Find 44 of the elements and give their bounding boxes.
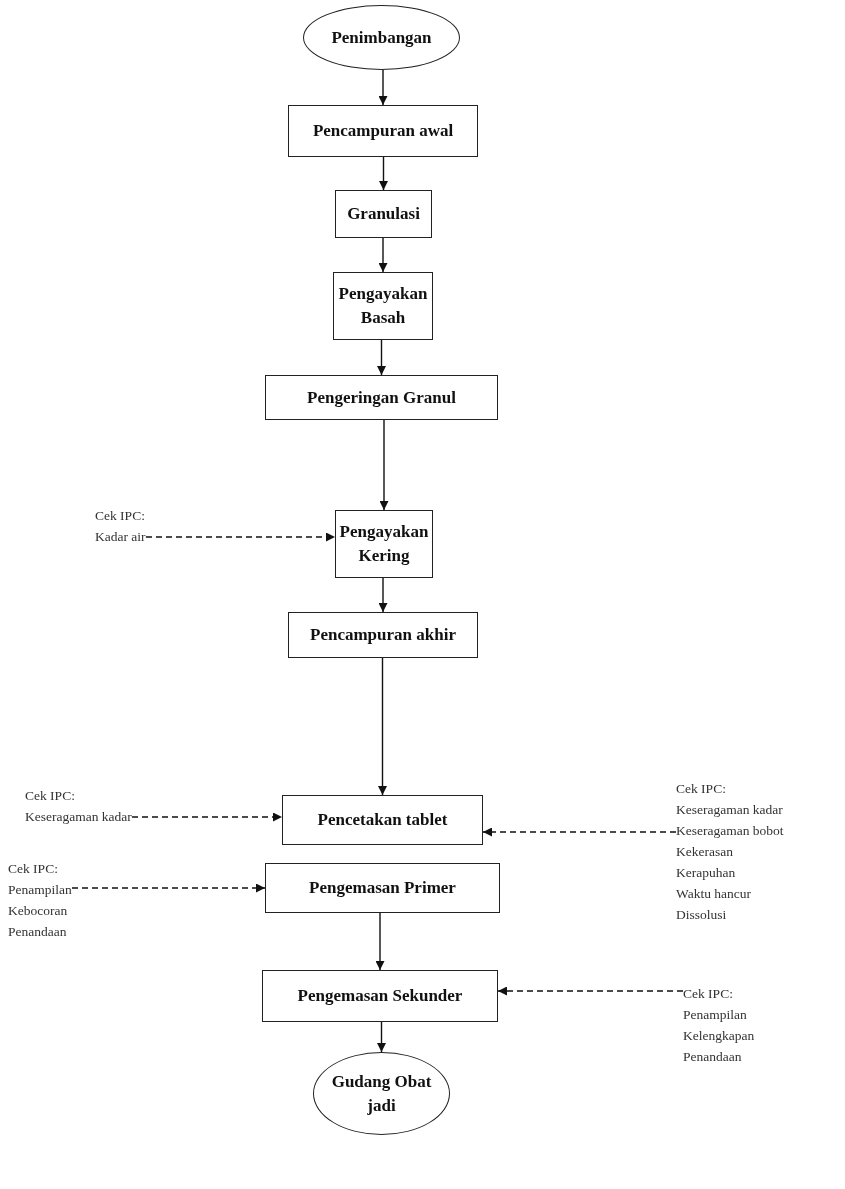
- arrow: [497, 986, 684, 996]
- note-heading: Cek IPC:: [25, 787, 76, 805]
- process-box: Pencetakan tablet: [282, 795, 483, 845]
- note-text: Keseragaman bobot: [676, 822, 784, 840]
- note-heading: Cek IPC:: [8, 860, 59, 878]
- arrow: [377, 339, 386, 376]
- arrow: [71, 883, 266, 893]
- note-text: Kerapuhan: [676, 864, 737, 882]
- note-text: Waktu hancur: [676, 885, 752, 903]
- arrow: [378, 237, 388, 273]
- arrow: [378, 577, 388, 613]
- process-box: Pengayakan Basah: [333, 272, 433, 340]
- note-text: Penandaan: [8, 923, 68, 941]
- process-box: Pengeringan Granul: [265, 375, 498, 420]
- process-box: Pengemasan Sekunder: [262, 970, 498, 1022]
- note-text: Dissolusi: [676, 906, 728, 924]
- note-heading: Cek IPC:: [683, 985, 734, 1003]
- arrow: [375, 912, 385, 971]
- terminal-ellipse: Penimbangan: [303, 5, 460, 70]
- note-heading: Cek IPC:: [676, 780, 727, 798]
- process-box: Pencampuran akhir: [288, 612, 478, 658]
- note-text: Keseragaman kadar: [676, 801, 784, 819]
- note-text: Penampilan: [683, 1006, 748, 1024]
- arrow: [379, 419, 389, 511]
- note-text: Penampilan: [8, 881, 72, 899]
- arrow: [378, 69, 388, 106]
- process-box: Pengemasan Primer: [265, 863, 500, 913]
- note-text: Keseragaman kadar: [25, 808, 132, 826]
- note-text: Kelengkapan: [683, 1027, 755, 1045]
- arrow: [377, 1021, 386, 1053]
- arrow: [379, 156, 388, 191]
- note-heading: Cek IPC:: [95, 507, 146, 525]
- note-text: Kadar air: [95, 528, 146, 546]
- process-box: Granulasi: [335, 190, 432, 238]
- note-text: Kebocoran: [8, 902, 69, 920]
- arrow: [482, 827, 677, 837]
- arrow: [145, 532, 336, 542]
- arrow: [131, 812, 283, 822]
- arrow: [378, 657, 387, 796]
- note-text: Penandaan: [683, 1048, 743, 1066]
- process-box: Pengayakan Kering: [335, 510, 433, 578]
- note-text: Kekerasan: [676, 843, 734, 861]
- process-box: Pencampuran awal: [288, 105, 478, 157]
- terminal-ellipse: Gudang Obat jadi: [313, 1052, 450, 1135]
